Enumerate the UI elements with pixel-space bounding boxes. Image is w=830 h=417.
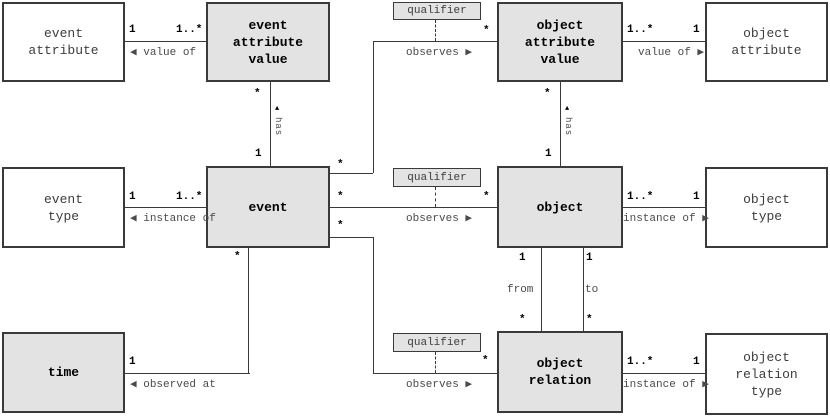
role-observes-bottom: observes ▶ [406,379,473,391]
mult-object-has-top: * [544,88,551,100]
edge-observed-at-v [248,248,249,373]
edge-from [541,248,542,331]
mult-observes-top-source: * [337,159,344,171]
up-arrow-icon: ▲ [275,105,280,113]
role-to: to [585,284,599,296]
mult-from-bottom: * [519,314,526,326]
edge-object-instance-of [623,207,705,208]
role-event-instance-of: ◀ instance of [130,213,216,225]
role-observes-mid: observes ▶ [406,213,473,225]
mult-to-bottom: * [586,314,593,326]
role-observed-at: ◀ observed at [130,379,216,391]
role-event-value-of: ◀ value of [130,47,197,59]
box-event: event [206,166,330,248]
mult-object-instance-of-right: 1 [693,191,700,203]
mult-or-instance-of-left: 1..* [627,356,654,368]
mult-observes-bottom-target: * [482,355,489,367]
box-qualifier-bottom: qualifier [393,333,481,352]
box-time: time [2,332,125,413]
edge-event-value-of [125,41,206,42]
edge-event-instance-of [125,207,206,208]
mult-object-value-of-right: 1 [693,24,700,36]
edge-event-has [270,82,271,166]
edge-object-value-of [623,41,705,42]
box-object-relation: object relation [497,331,623,413]
box-qualifier-top: qualifier [393,2,481,20]
mult-observes-mid-target: * [483,191,490,203]
role-or-instance-of: instance of ▶ [623,379,709,391]
mult-event-instance-of-left: 1 [129,191,136,203]
role-object-instance-of: instance of ▶ [623,213,709,225]
box-object-attribute-value: object attribute value [497,2,623,82]
mult-observed-at-event: * [234,251,241,263]
edge-observes-mid [330,207,497,208]
mult-object-value-of-left: 1..* [627,24,654,36]
mult-object-has-bottom: 1 [545,148,552,160]
edge-observes-top-stub [330,173,373,174]
edge-observes-bottom-v [373,237,374,373]
mult-observes-top-target: * [483,25,490,37]
mult-observed-at-time: 1 [129,356,136,368]
edge-qualifier-bottom-connector [435,352,436,373]
box-object-type: object type [705,167,828,248]
mult-object-instance-of-left: 1..* [627,191,654,203]
role-object-value-of: value of ▶ [638,47,705,59]
mult-event-has-bottom: 1 [255,148,262,160]
mult-or-instance-of-right: 1 [693,356,700,368]
box-event-type: event type [2,167,125,248]
role-event-has: has [273,117,283,137]
up-arrow-icon: ▲ [565,105,570,113]
mult-observes-mid-source: * [337,191,344,203]
box-event-attribute: event attribute [2,2,125,82]
mult-to-top: 1 [586,252,593,264]
mult-event-has-top: * [254,88,261,100]
edge-observes-bottom-h [373,373,497,374]
box-qualifier-mid: qualifier [393,168,481,187]
edge-observed-at-h [125,373,250,374]
mult-from-top: 1 [519,252,526,264]
edge-object-has [560,82,561,166]
box-event-attribute-value: event attribute value [206,2,330,82]
mult-event-value-of-left: 1 [129,24,136,36]
edge-object-relation-instance-of [623,373,705,374]
mult-event-instance-of-right: 1..* [176,191,203,203]
role-object-has: has [563,117,573,137]
edge-to [583,248,584,331]
box-object: object [497,166,623,248]
role-observes-top: observes ▶ [406,47,473,59]
edge-observes-top-h [373,41,497,42]
edge-observes-bottom-stub [330,237,373,238]
mult-event-value-of-right: 1..* [176,24,203,36]
edge-qualifier-mid-connector [435,187,436,207]
role-from: from [507,284,534,296]
box-object-relation-type: object relation type [705,333,828,415]
box-object-attribute: object attribute [705,2,828,82]
edge-observes-top-v [373,41,374,173]
edge-qualifier-top-connector [435,20,436,41]
mult-observes-bottom-source: * [337,220,344,232]
